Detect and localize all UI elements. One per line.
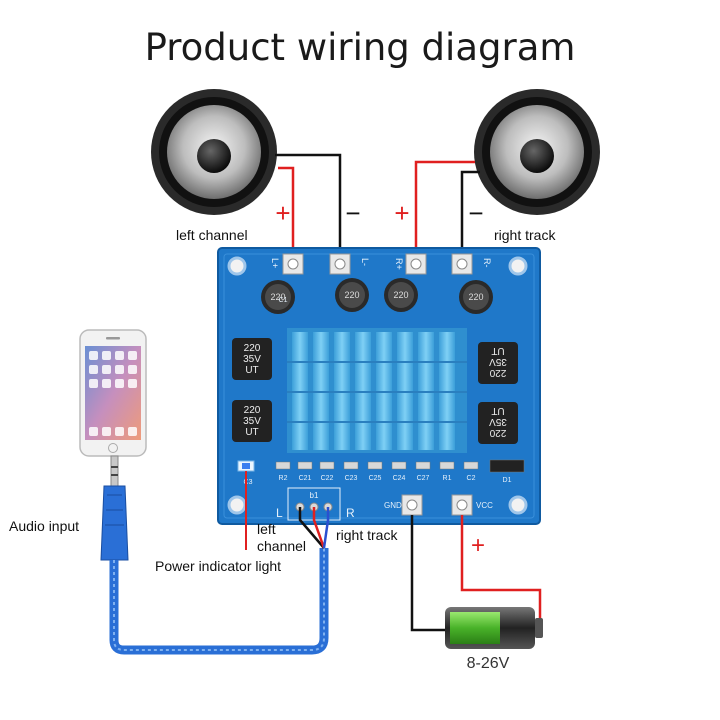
power-terminals [401,494,473,516]
speaker-right-icon [474,89,600,215]
amplifier-board: L+ L- R+ R- 220 220 220 220 220 35V UT 2… [217,247,541,525]
label-c22: C22 [321,475,334,482]
label-right-track-top: right track [494,227,556,243]
speaker-wires [275,153,480,256]
svg-text:220: 220 [489,367,506,378]
label-b1: b1 [310,491,319,500]
svg-text:35V: 35V [489,416,507,427]
cap-small-label-3: 220 [393,290,408,300]
phone-icon [79,329,147,457]
audio-plug-icon [100,455,129,561]
plus-sign-right: + [394,198,409,228]
svg-text:UT: UT [491,345,504,356]
svg-text:35V: 35V [243,354,261,365]
label-r1: R1 [443,475,452,482]
large-cap-label-right-bottom: 220 35V UT [489,405,507,438]
speaker-terminals [282,253,473,275]
battery-icon [445,607,543,649]
label-right-track-bottom: right track [336,527,398,543]
speaker-left-icon [151,89,277,215]
large-cap-label-left-top: 220 35V UT [243,343,261,376]
label-vcc: VCC [476,501,493,510]
audio-input-wires [298,507,330,549]
smd-components [275,459,525,473]
svg-text:35V: 35V [243,416,261,427]
svg-text:220: 220 [244,405,261,416]
label-c27: C27 [417,475,430,482]
large-cap-label-right-top: 220 35V UT [489,345,507,378]
terminal-label-l-plus: L+ [270,258,280,268]
label-input-l: L [276,506,283,520]
label-c3: C3 [244,479,253,486]
power-led-lens [242,463,250,469]
label-left-channel-top: left channel [176,227,248,243]
heatsink [287,328,467,453]
label-power-indicator: Power indicator light [155,558,281,574]
label-c25: C25 [369,475,382,482]
minus-sign-right: − [468,198,483,228]
svg-text:UT: UT [491,405,504,416]
minus-sign-left: − [345,198,360,228]
terminal-label-r-plus: R+ [394,258,404,270]
large-capacitors [232,338,518,444]
terminal-label-r-minus: R- [482,258,492,268]
power-wires [410,515,542,632]
svg-text:35V: 35V [489,356,507,367]
label-c1: C1 [279,297,288,304]
label-c23: C23 [345,475,358,482]
label-c21: C21 [299,475,312,482]
svg-text:UT: UT [245,365,258,376]
cap-small-label-1: 220 [270,292,285,302]
page-title: Product wiring diagram [144,26,576,69]
label-r2: R2 [279,475,288,482]
small-capacitors [261,278,493,314]
label-c2: C2 [467,475,476,482]
label-voltage: 8-26V [467,655,510,672]
label-audio-input: Audio input [9,518,79,534]
plus-sign-power: + [471,532,485,559]
plus-sign-left: + [275,198,290,228]
large-cap-label-left-bottom: 220 35V UT [243,405,261,438]
label-d1: D1 [503,477,512,484]
label-left-channel-bottom-2: channel [257,538,306,554]
label-input-r: R [346,506,355,520]
mounting-holes [227,256,528,515]
svg-text:220: 220 [489,427,506,438]
terminal-label-l-minus: L- [360,258,370,266]
cap-small-label-4: 220 [468,292,483,302]
label-gnd: GND [384,501,402,510]
label-left-channel-bottom-1: left [257,521,276,537]
cap-small-label-2: 220 [344,290,359,300]
svg-text:220: 220 [244,343,261,354]
svg-text:UT: UT [245,427,258,438]
label-c24: C24 [393,475,406,482]
audio-cable-braid [113,548,325,651]
